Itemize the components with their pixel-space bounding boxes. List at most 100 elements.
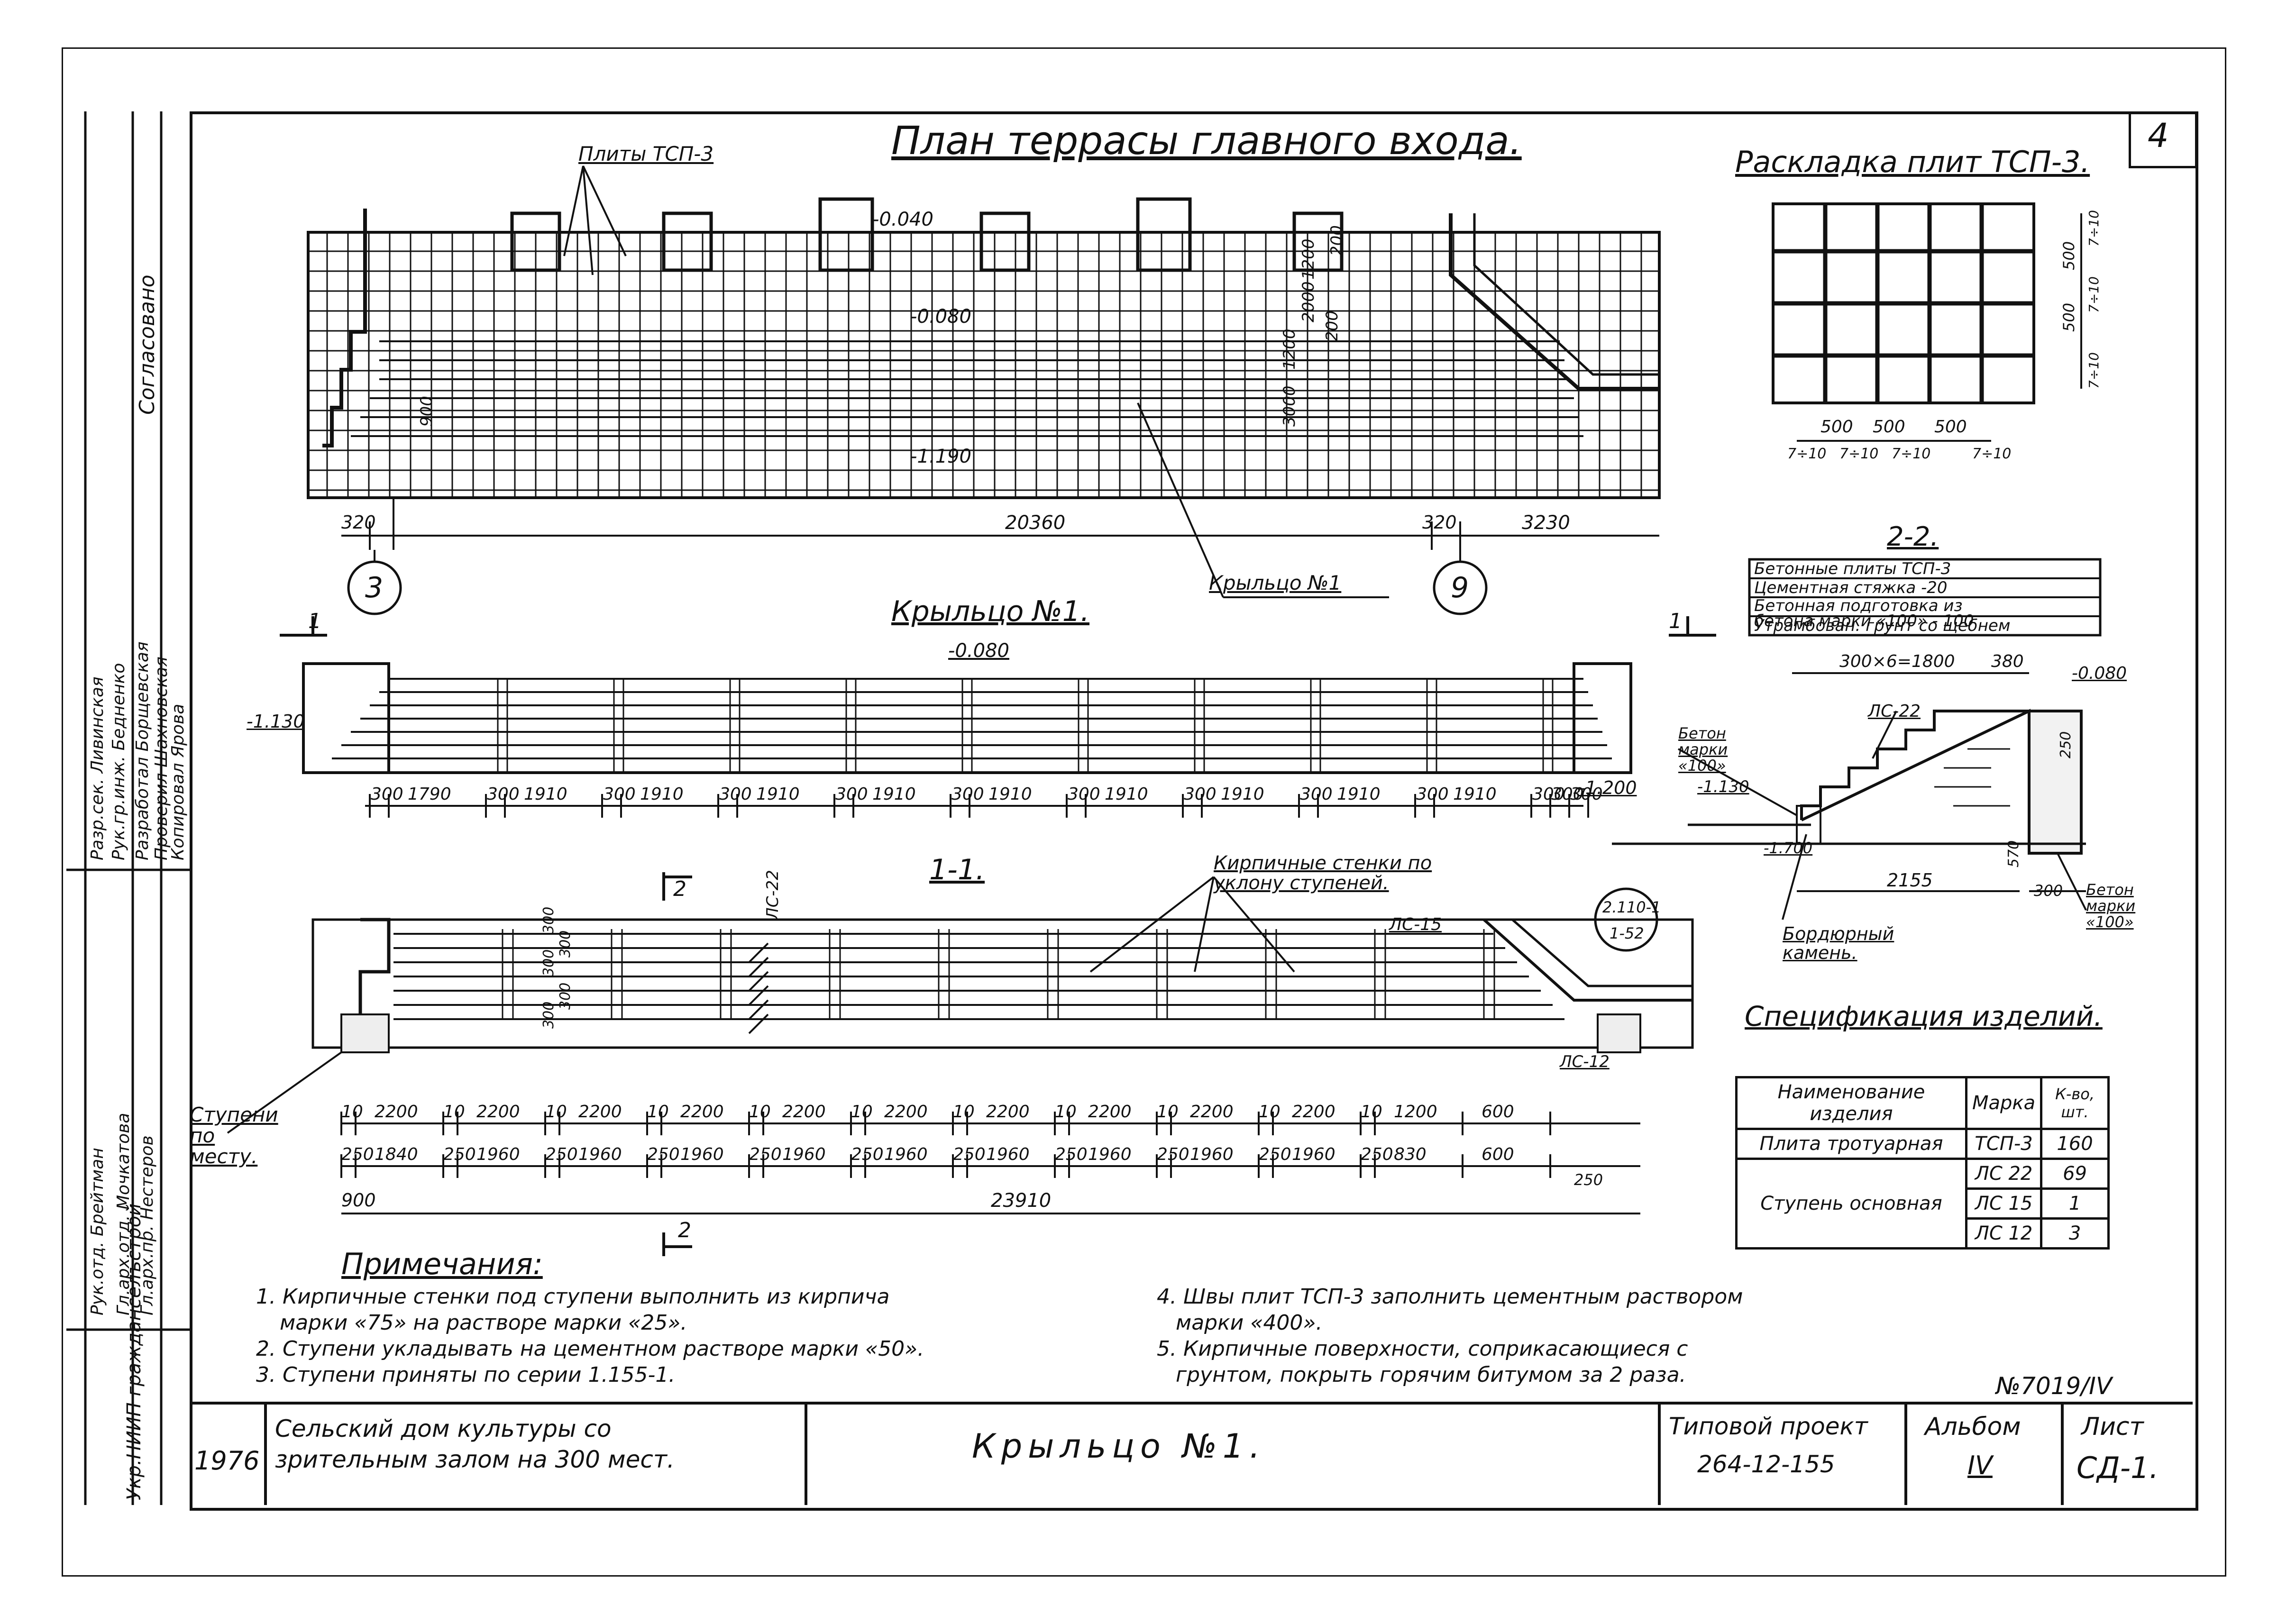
section22-dim-380: 380 — [1991, 652, 2024, 671]
spec-table: Наименование изделия Марка К-во, шт. Пли… — [1735, 1076, 2110, 1250]
plan-vdim-4: 1200 — [1299, 238, 1318, 280]
section11-dim-text: 250 — [1259, 1145, 1291, 1164]
plan-dim-320-right: 320 — [1422, 512, 1457, 533]
plan-level-2: -0.080 — [910, 306, 971, 328]
section11-dim-text: 10 — [1055, 1102, 1077, 1122]
plan-grid-horizontal — [308, 250, 1659, 491]
plan-outline — [307, 231, 1661, 499]
porch-dim-text: 300 — [603, 785, 636, 804]
porch-level-left: -1.130 — [247, 711, 305, 732]
section11-dim-text: 10 — [443, 1102, 465, 1122]
tb-year: 1976 — [194, 1446, 260, 1476]
spec-row: ЛС 15 1 — [1737, 1187, 2110, 1220]
porch-level-top: -0.080 — [948, 640, 1009, 662]
porch-drawing — [302, 662, 1632, 774]
section22-layer-5: Утрамбован. грунт со щебнем — [1754, 616, 2011, 635]
porch-dim-text: 300 — [371, 785, 403, 804]
section11-dim-left: 900 — [341, 1190, 376, 1211]
outer-frame — [62, 47, 2226, 1577]
plan-dim-lines — [341, 498, 1659, 550]
section11-cut-top: 2 — [673, 877, 686, 901]
spec-row: ЛС 12 3 — [1737, 1217, 2110, 1250]
notes-right-1: 4. Швы плит ТСП-3 заполнить цементным ра… — [1157, 1285, 1743, 1309]
porch-cut-mark-right: 1 — [1669, 609, 1682, 633]
section11-dim-text: 600 — [1482, 1145, 1514, 1164]
section11-note-walls: Кирпичные стенки по уклону ступеней. — [1214, 852, 1432, 894]
porch-dim-text: 300 — [1068, 785, 1100, 804]
section11-dim-text: 250 — [647, 1145, 680, 1164]
spec-row-qty: 160 — [2040, 1128, 2110, 1160]
notes-right-2: марки «400». — [1176, 1311, 1323, 1335]
section22-level-top: -0.080 — [2072, 664, 2127, 683]
section11-label-lc22: ЛС-22 — [763, 870, 782, 920]
porch-cut-marks — [280, 616, 1716, 637]
section11-dim-text: 250 — [545, 1145, 578, 1164]
section11-vdim-3: 300 — [540, 949, 557, 976]
section11-dim-text: 250 — [851, 1145, 884, 1164]
notes-title: Примечания: — [341, 1247, 543, 1281]
section11-dim-text: 10 — [749, 1102, 771, 1122]
drawing-frame — [190, 111, 2198, 1511]
plan-right-wall-inner — [1473, 213, 1659, 376]
plan-dim-3230: 3230 — [1522, 512, 1570, 534]
section11-vdim-1: 300 — [540, 1001, 557, 1029]
porch-dim-text: 1910 — [1337, 785, 1381, 804]
layout-tol-2: 7÷10 — [1839, 446, 1879, 462]
section11-dim-text: 250 — [1055, 1145, 1088, 1164]
plan-title: План террасы главного входа. — [891, 119, 1522, 164]
section11-leaders — [227, 876, 1295, 1134]
porch-dim-text: 300 — [1300, 785, 1333, 804]
section11-dim-text: 10 — [341, 1102, 363, 1122]
section11-dim-text: 2200 — [680, 1102, 724, 1122]
layout-dim-v-1: 500 — [2060, 241, 2078, 270]
section11-dim-text: 10 — [953, 1102, 975, 1122]
plan-vdim-7: 200 — [1327, 225, 1346, 256]
axis-9-label: 9 — [1451, 571, 1469, 604]
layout-dim-h-1: 500 — [1820, 417, 1853, 437]
porch-dim-text: 1910 — [524, 785, 567, 804]
sheet-number: 4 — [2148, 116, 2169, 155]
spec-row-qty: 3 — [2040, 1217, 2110, 1250]
section22-concrete-left: Бетон марки «100» — [1678, 724, 1728, 775]
section11-dim-total: 23910 — [991, 1190, 1052, 1212]
section11-dim-text: 1960 — [884, 1145, 928, 1164]
notes-left-1: 1. Кирпичные стенки под ступени выполнит… — [256, 1285, 890, 1309]
porch-dim-text: 1910 — [1221, 785, 1264, 804]
tb-project-name-1: Сельский дом культуры со — [275, 1415, 612, 1442]
section22-title: 2-2. — [1887, 521, 1939, 552]
layout-tol-v-3: 7÷10 — [2086, 352, 2102, 389]
section22-layer-3: Бетонная подготовка из — [1754, 596, 1963, 615]
section22-layer-2: Цементная стяжка -20 — [1754, 578, 1948, 597]
porch-dim-text: 300 — [1532, 785, 1565, 804]
section11-dim-text: 2200 — [578, 1102, 622, 1122]
plan-porch-ref: Крыльцо №1 — [1209, 571, 1342, 594]
layout-tol-1: 7÷10 — [1787, 446, 1827, 462]
layout-dim-v-2: 500 — [2060, 302, 2078, 332]
section11-dim-text: 10 — [647, 1102, 669, 1122]
tb-album-no: IV — [1967, 1451, 1993, 1480]
section11-dim-text: 1960 — [986, 1145, 1030, 1164]
sheet-number-box — [2129, 111, 2197, 168]
plan-grid-vertical — [326, 232, 1642, 498]
section11-dim-text: 1960 — [1190, 1145, 1234, 1164]
section11-dim-text: 2200 — [1190, 1102, 1234, 1122]
porch-dim-text: 1910 — [1105, 785, 1148, 804]
layout-tol-3: 7÷10 — [1892, 446, 1931, 462]
tb-project-name-2: зрительным залом на 300 мест. — [275, 1446, 675, 1473]
section11-ref-top: 2.110-1 — [1602, 898, 1661, 916]
tb-typical-label: Типовой проект — [1669, 1413, 1868, 1440]
notes-left-4: 3. Ступени приняты по серии 1.155-1. — [256, 1363, 676, 1387]
plan-level-3: -1.190 — [910, 446, 971, 467]
spec-row-mark: ТСП-3 — [1965, 1128, 2043, 1160]
section11-dim-text: 1960 — [680, 1145, 724, 1164]
section11-cut-marks — [662, 872, 692, 1256]
porch-title: Крыльцо №1. — [891, 595, 1090, 628]
section11-dim-text: 2200 — [782, 1102, 826, 1122]
section11-dim-text: 2200 — [986, 1102, 1030, 1122]
spec-row-mark: ЛС 15 — [1965, 1187, 2043, 1220]
section22-layer-1: Бетонные плиты ТСП-3 — [1754, 559, 1951, 578]
section11-dim-text: 2200 — [884, 1102, 928, 1122]
plan-label-plates: Плиты ТСП-3 — [578, 142, 714, 165]
porch-dim-text: 1910 — [872, 785, 916, 804]
porch-dim-text: 300 — [951, 785, 984, 804]
